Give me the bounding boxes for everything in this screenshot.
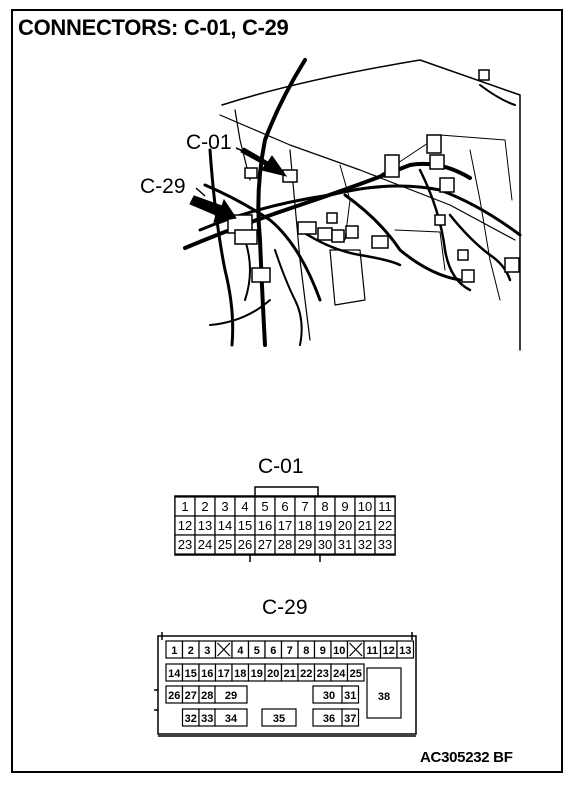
c29-pin-number: 9 <box>320 645 326 657</box>
callout-c29: C-29 <box>140 175 186 198</box>
c01-pin-number: 21 <box>358 518 372 533</box>
c29-pin-number: 6 <box>270 645 276 657</box>
c29-pin-number: 5 <box>254 645 260 657</box>
c01-pin-number: 23 <box>178 537 192 552</box>
c29-pin-number: 38 <box>378 691 390 703</box>
c01-pin-number: 11 <box>378 499 392 514</box>
c29-pin-number: 13 <box>399 645 411 657</box>
c29-pin-cell <box>261 708 297 727</box>
c01-pin-number: 9 <box>341 499 348 514</box>
c01-pin-number: 29 <box>298 537 312 552</box>
c29-pin-number: 22 <box>300 668 312 680</box>
c01-pin-number: 6 <box>281 499 288 514</box>
c29-pin-number: 3 <box>204 645 210 657</box>
c29-pin-number: 33 <box>201 713 213 725</box>
c29-pin-number: 28 <box>201 690 213 702</box>
c29-pin-number: 11 <box>366 645 378 657</box>
c01-pin-number: 27 <box>258 537 272 552</box>
c01-pin-number: 32 <box>358 537 372 552</box>
c01-pin-number: 25 <box>218 537 232 552</box>
page-title: CONNECTORS: C-01, C-29 <box>18 15 289 40</box>
c29-pin-number: 18 <box>234 668 246 680</box>
connector-c01-label: C-01 <box>258 455 304 478</box>
c29-pin-number: 19 <box>251 668 263 680</box>
c29-pin-number: 30 <box>323 690 335 702</box>
c29-pin-number: 15 <box>185 668 197 680</box>
c29-pin-cell <box>341 685 360 704</box>
c29-pin-cell <box>214 708 248 727</box>
c29-pin-number: 23 <box>317 668 329 680</box>
c01-pin-number: 13 <box>198 518 212 533</box>
c29-pin-number: 8 <box>303 645 309 657</box>
c01-pin-number: 12 <box>178 518 192 533</box>
c01-pin-number: 3 <box>221 499 228 514</box>
c29-pin-number: 14 <box>168 668 181 680</box>
c29-pin-number: 16 <box>201 668 213 680</box>
figure-frame <box>11 9 563 773</box>
c29-pin-number: 27 <box>185 690 197 702</box>
c01-pin-number: 7 <box>301 499 308 514</box>
c29-pin-cell <box>341 708 360 727</box>
c29-pin-number: 4 <box>237 645 244 657</box>
c01-pin-number: 28 <box>278 537 292 552</box>
c29-pin-number: 35 <box>273 713 285 725</box>
c29-pin-cell <box>396 640 415 659</box>
c29-pin-number: 10 <box>333 645 345 657</box>
c29-pin-number: 26 <box>168 690 180 702</box>
c29-empty-cavity <box>349 642 363 657</box>
c01-pin-number: 2 <box>201 499 208 514</box>
c29-pin-cell <box>346 663 365 682</box>
c01-pin-number: 31 <box>338 537 352 552</box>
c29-pin-number: 20 <box>267 668 279 680</box>
c29-empty-cavity <box>217 642 231 657</box>
c01-pin-cell <box>374 534 396 555</box>
c01-pin-number: 26 <box>238 537 252 552</box>
callout-c01: C-01 <box>186 131 232 154</box>
c01-pin-number: 30 <box>318 537 332 552</box>
c29-pin-number: 34 <box>225 713 238 725</box>
c29-pin-cell <box>366 667 402 719</box>
c29-pin-number: 12 <box>383 645 395 657</box>
c29-pin-number: 37 <box>344 713 356 725</box>
c01-pin-number: 1 <box>181 499 188 514</box>
c01-pin-number: 14 <box>218 518 232 533</box>
c29-pin-number: 31 <box>344 690 356 702</box>
c29-pin-number: 24 <box>333 668 346 680</box>
c29-pin-number: 2 <box>188 645 194 657</box>
c01-pin-number: 24 <box>198 537 212 552</box>
c29-pin-number: 17 <box>218 668 230 680</box>
c01-pin-number: 16 <box>258 518 272 533</box>
c29-pin-number: 7 <box>287 645 293 657</box>
c29-pin-number: 21 <box>284 668 296 680</box>
c01-pin-number: 33 <box>378 537 392 552</box>
c01-pin-number: 20 <box>338 518 352 533</box>
c01-pin-number: 4 <box>241 499 248 514</box>
c01-pin-number: 15 <box>238 518 252 533</box>
figure-code: AC305232 BF <box>420 749 513 766</box>
c29-pin-number: 1 <box>171 645 177 657</box>
c29-pin-number: 25 <box>350 668 362 680</box>
c01-pin-number: 17 <box>278 518 292 533</box>
c29-pin-number: 32 <box>185 713 197 725</box>
c29-pin-number: 29 <box>225 690 237 702</box>
c01-pin-number: 22 <box>378 518 392 533</box>
c01-pin-number: 18 <box>298 518 312 533</box>
connector-c29-label: C-29 <box>262 596 308 619</box>
c01-pin-number: 10 <box>358 499 372 514</box>
c01-pin-number: 5 <box>261 499 268 514</box>
c01-pin-number: 8 <box>321 499 328 514</box>
c29-pin-cell <box>214 685 248 704</box>
c01-pin-number: 19 <box>318 518 332 533</box>
c29-pin-number: 36 <box>323 713 335 725</box>
